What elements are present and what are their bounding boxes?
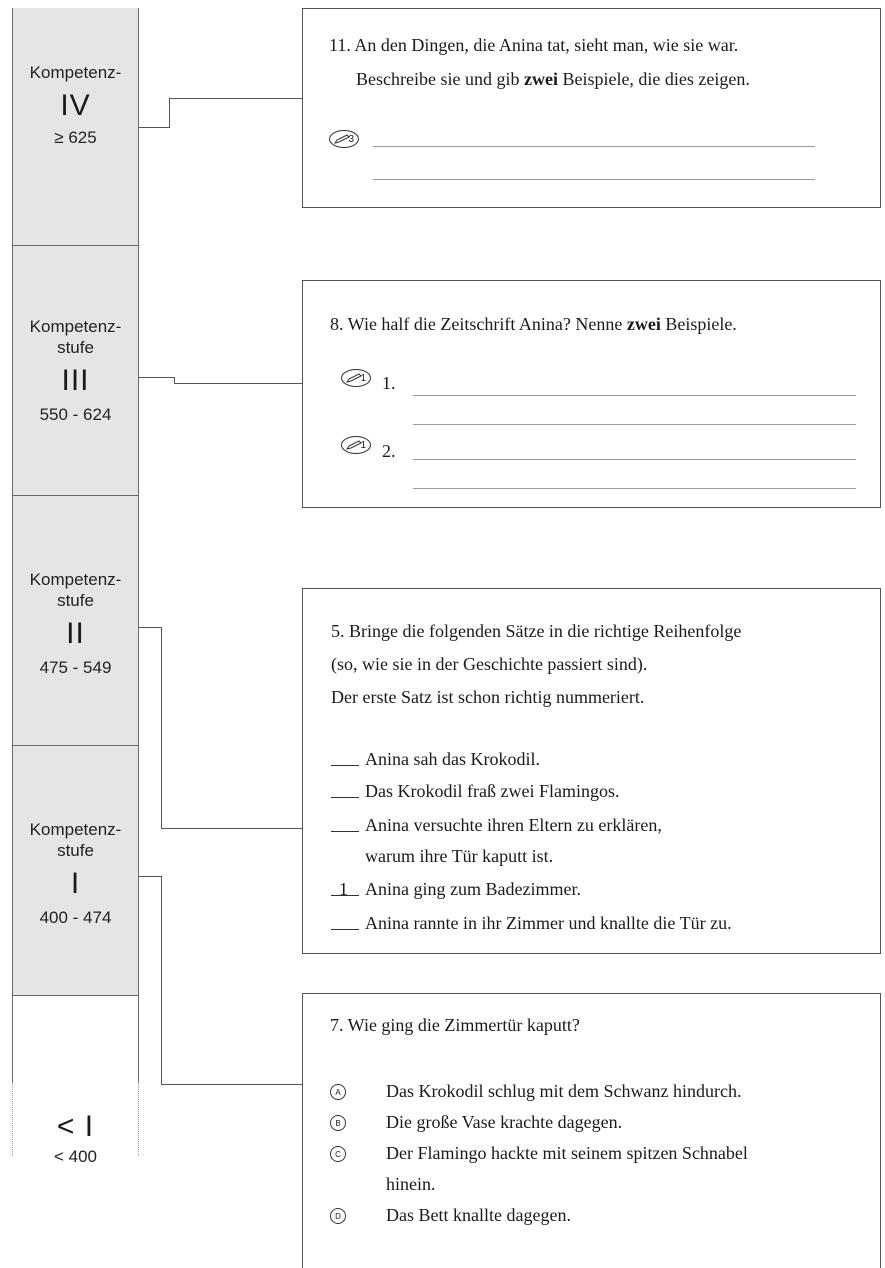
item-number: 2. [382,441,396,461]
option-c-radio[interactable]: C [330,1146,346,1162]
level-roman: IV [60,89,91,122]
level-roman: III [61,364,90,397]
level-i: Kompetenz- stufe I 400 - 474 [12,746,139,995]
text-part: 8. Wie half die Zeitschrift Anina? Nenne [330,314,627,334]
level-label: Kompetenz- [29,570,122,589]
sentence: Anina ging zum Badezimmer. [365,879,581,899]
answer-line[interactable] [373,179,815,180]
points-number: 1 [360,440,366,451]
level-divider [12,745,139,746]
level-roman: I [70,867,81,900]
level-below-i-text: < I < 400 [12,1110,139,1168]
text-part: Beispiele. [660,314,737,334]
task-box-7: 7. Wie ging die Zimmertür kaputt? A Das … [302,993,881,1268]
level-iii: Kompetenz- stufe III 550 - 624 [12,246,139,495]
level-label: Kompetenz- [29,63,122,82]
option-text-continued: hinein. [386,1174,436,1194]
question-text: 5. Bringe die folgenden Sätze in die ric… [331,621,742,641]
bold-text: zwei [523,69,558,89]
question-text: 11. An den Dingen, die Anina tat, sieht … [329,35,739,55]
points-number: 1 [360,373,366,384]
answer-line[interactable] [413,459,856,460]
level-range: ≥ 625 [54,128,97,147]
answer-line[interactable] [413,424,856,425]
order-number: 1 [339,879,348,899]
scale-bottom-edge-left [12,1082,13,1156]
level-range: < 400 [53,1147,97,1166]
order-blank[interactable] [331,929,359,930]
level-range: 475 - 549 [39,658,112,677]
task-box-5: 5. Bringe die folgenden Sätze in die ric… [302,588,881,954]
question-text-3: Der erste Satz ist schon richtig nummeri… [331,687,645,707]
text-part: Beschreibe sie und gib [356,69,524,89]
option-text: Der Flamingo hackte mit seinem spitzen S… [386,1143,748,1163]
order-blank[interactable] [331,895,359,896]
option-d-radio[interactable]: D [330,1208,346,1224]
points-number: 3 [348,134,354,145]
level-range: 550 - 624 [39,405,112,424]
pencil-points-icon: 3 [329,130,359,148]
question-text: 7. Wie ging die Zimmertür kaputt? [330,1015,580,1035]
order-blank[interactable] [331,765,359,766]
question-text: 8. Wie half die Zeitschrift Anina? Nenne… [330,311,737,338]
question-text-2: Beschreibe sie und gib zwei Beispiele, d… [356,66,750,93]
order-blank[interactable] [331,831,359,832]
bold-text: zwei [626,314,661,334]
level-ii: Kompetenz- stufe II 475 - 549 [12,496,139,745]
sentence: Das Krokodil fraß zwei Flamingos. [365,781,620,801]
level-roman: < I [56,1110,95,1143]
order-blank[interactable] [331,797,359,798]
level-roman: II [66,617,85,650]
level-iv: Kompetenz- IV ≥ 625 [12,8,139,245]
option-text: Das Bett knallte dagegen. [386,1205,571,1225]
level-label: Kompetenz- [29,820,122,839]
option-a-radio[interactable]: A [330,1084,346,1100]
task-box-8: 8. Wie half die Zeitschrift Anina? Nenne… [302,280,881,508]
level-label-2: stufe [57,591,94,610]
pencil-points-icon: 1 [341,369,371,387]
level-below-i [12,996,139,1082]
level-label-2: stufe [57,338,94,357]
task-box-11: 11. An den Dingen, die Anina tat, sieht … [302,8,881,208]
sentence: Anina rannte in ihr Zimmer und knallte d… [365,913,732,933]
answer-line[interactable] [413,395,856,396]
text-part: Beispiele, die dies zeigen. [557,69,750,89]
pencil-points-icon: 1 [341,436,371,454]
level-divider [12,995,139,996]
question-text-2: (so, wie sie in der Geschichte passiert … [331,654,648,674]
option-text: Die große Vase krachte dagegen. [386,1112,623,1132]
level-divider [12,245,139,246]
sentence-continued: warum ihre Tür kaputt ist. [365,846,554,866]
sentence: Anina sah das Krokodil. [365,749,540,769]
level-range: 400 - 474 [39,908,112,927]
item-number: 1. [382,373,396,393]
scale-bottom-edge-right [138,1082,139,1156]
sentence: Anina versuchte ihren Eltern zu erklären… [365,815,662,835]
level-divider [12,495,139,496]
level-label: Kompetenz- [29,317,122,336]
answer-line[interactable] [373,146,815,147]
level-label-2: stufe [57,841,94,860]
option-b-radio[interactable]: B [330,1115,346,1131]
answer-line[interactable] [413,488,856,489]
option-text: Das Krokodil schlug mit dem Schwanz hind… [386,1081,742,1101]
